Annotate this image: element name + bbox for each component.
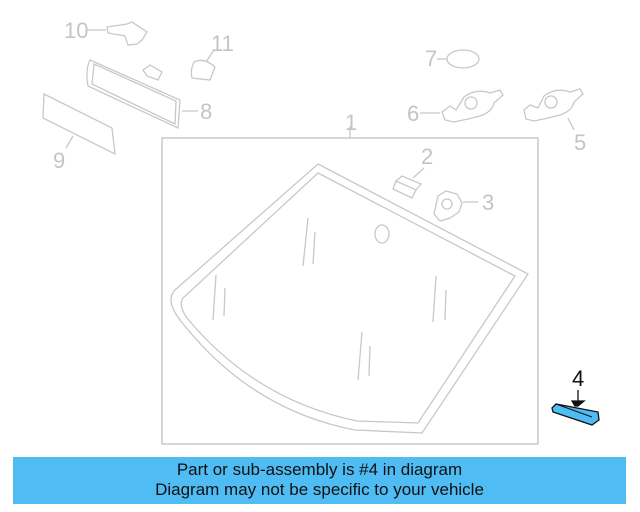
callout-11: 11 [211,31,234,56]
rain-sensor-5-icon [523,88,584,131]
windshield-icon [170,163,529,434]
bracket-3-icon [433,190,478,222]
callout-4: 4 [572,366,585,391]
callout-5: 5 [574,130,587,155]
callout-8: 8 [200,99,213,124]
gasket-7-icon [446,49,480,69]
callout-7: 7 [425,46,438,71]
trim-panel-9-icon [42,92,116,156]
callout-10: 10 [64,18,89,43]
parts-diagram: 1 2 3 4 5 6 7 8 9 10 11 [42,18,600,445]
rearview-mirror-8-icon [86,59,198,129]
callout-2: 2 [421,144,434,169]
callout-1: 1 [345,110,358,135]
callout-3: 3 [482,190,495,215]
diagram-canvas [42,21,600,445]
banner-line-disclaimer: Diagram may not be specific to your vehi… [155,480,484,499]
mirror-cover-10-icon [88,21,148,46]
windshield-frame [161,126,539,445]
banner-line-part: Part or sub-assembly is #4 in diagram [176,460,463,479]
highlighted-part-4-icon [551,390,600,426]
cover-11-icon [190,49,216,81]
rain-sensor-6-icon [420,89,504,123]
callout-6: 6 [407,101,420,126]
info-banner: Part or sub-assembly is #4 in diagram Di… [13,457,626,504]
callout-9: 9 [53,148,66,173]
bracket-2-icon [392,167,425,199]
